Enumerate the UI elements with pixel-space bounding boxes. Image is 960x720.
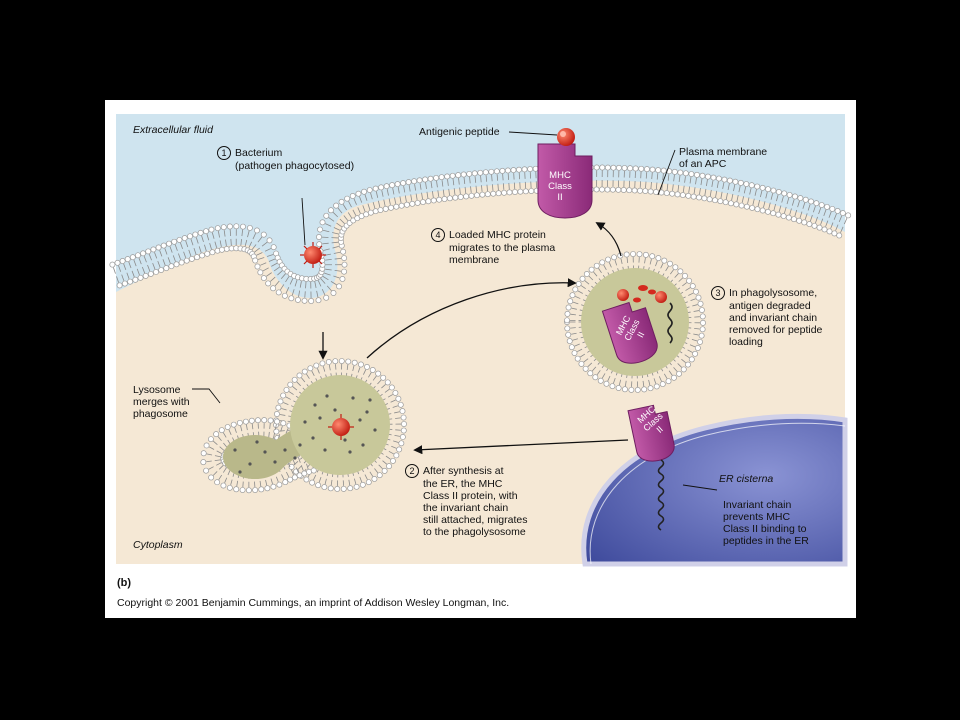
mhc-protein-membrane xyxy=(537,128,593,219)
bacterium-in-phagosome xyxy=(328,414,354,440)
arrow-phagosome-to-phagolysosome xyxy=(366,278,577,359)
plasma-membrane xyxy=(109,164,852,304)
lysosome-line-2: merges with xyxy=(133,396,190,408)
bacterium xyxy=(300,242,326,268)
region-label-er-cisterna: ER cisterna xyxy=(719,473,774,485)
mhc-pathway-diagram xyxy=(109,114,852,567)
step-1-line-1: Bacterium xyxy=(235,147,283,159)
invariant-chain-line-1: Invariant chain xyxy=(723,499,792,511)
lysosome-enzymes xyxy=(233,394,377,474)
step-2-line-3: Class II protein, with xyxy=(423,490,518,502)
region-label-cytoplasm: Cytoplasm xyxy=(133,539,183,551)
region-label-extracellular: Extracellular fluid xyxy=(133,124,213,136)
degraded-antigen-fragments xyxy=(617,285,667,303)
pathway-arrows xyxy=(318,222,629,455)
step-1: 1 Bacterium (pathogen phagocytosed) xyxy=(217,146,354,172)
label-invariant-chain: Invariant chain prevents MHC Class II bi… xyxy=(723,499,809,547)
invariant-chain-line-4: peptides in the ER xyxy=(723,535,809,547)
step-2: 2 After synthesis at the ER, the MHC Clas… xyxy=(405,464,527,538)
invariant-chain-line-3: Class II binding to xyxy=(723,523,807,535)
invariant-chain-line-2: prevents MHC xyxy=(723,511,791,523)
label-plasma-membrane: Plasma membrane of an APC xyxy=(679,146,767,170)
step-3-line-2: antigen degraded xyxy=(729,300,811,312)
step-3-line-3: and invariant chain xyxy=(729,312,818,324)
step-1-number: 1 xyxy=(217,146,231,160)
step-2-line-5: still attached, migrates xyxy=(423,514,528,526)
mhc-membrane-line-2: Class xyxy=(548,181,572,192)
lysosome-line-1: Lysosome xyxy=(133,384,181,396)
step-2-line-2: the ER, the MHC xyxy=(423,478,503,490)
step-4-line-1: Loaded MHC protein xyxy=(449,229,546,241)
mhc-label-membrane: MHC Class II xyxy=(542,170,578,203)
mhc-membrane-line-3: II xyxy=(557,192,563,203)
step-3: 3 In phagolysosome, antigen degraded and … xyxy=(711,286,822,348)
step-4-line-2: migrates to the plasma xyxy=(449,242,556,254)
label-lysosome: Lysosome merges with phagosome xyxy=(133,384,190,420)
step-4-number: 4 xyxy=(431,228,445,242)
step-3-line-4: removed for peptide xyxy=(729,324,823,336)
step-2-line-4: the invariant chain xyxy=(423,502,509,514)
plasma-membrane-line-1: Plasma membrane xyxy=(679,146,768,158)
leader-lines xyxy=(192,131,718,491)
copyright-notice: Copyright © 2001 Benjamin Cummings, an i… xyxy=(117,597,510,609)
step-2-line-1: After synthesis at xyxy=(423,465,504,477)
step-2-number: 2 xyxy=(405,464,419,478)
step-4: 4 Loaded MHC protein migrates to the plas… xyxy=(431,228,555,266)
mhc-protein-phagolysosome xyxy=(601,301,658,364)
lysosome-line-3: phagosome xyxy=(133,408,188,420)
label-antigenic-peptide: Antigenic peptide xyxy=(419,126,500,138)
mhc-membrane-line-1: MHC xyxy=(549,170,571,181)
figure-panel: Extracellular fluid Cytoplasm ER cistern… xyxy=(105,100,856,618)
invariant-chain-phagolysosome xyxy=(667,302,673,344)
plasma-membrane-line-2: of an APC xyxy=(679,158,727,170)
step-2-line-6: to the phagolysosome xyxy=(423,526,526,538)
panel-label: (b) xyxy=(117,577,132,589)
mhc-protein-er xyxy=(627,404,675,462)
step-3-number: 3 xyxy=(711,286,725,300)
step-3-line-1: In phagolysosome, xyxy=(729,287,818,299)
arrow-er-to-phagosome xyxy=(413,439,629,455)
extracellular-region xyxy=(116,114,845,298)
step-3-line-5: loading xyxy=(729,336,763,348)
invariant-chain-er xyxy=(657,459,665,531)
step-1-line-2: (pathogen phagocytosed) xyxy=(235,160,355,172)
arrow-phagolysosome-to-membrane xyxy=(595,222,622,257)
step-4-line-3: membrane xyxy=(449,254,500,266)
